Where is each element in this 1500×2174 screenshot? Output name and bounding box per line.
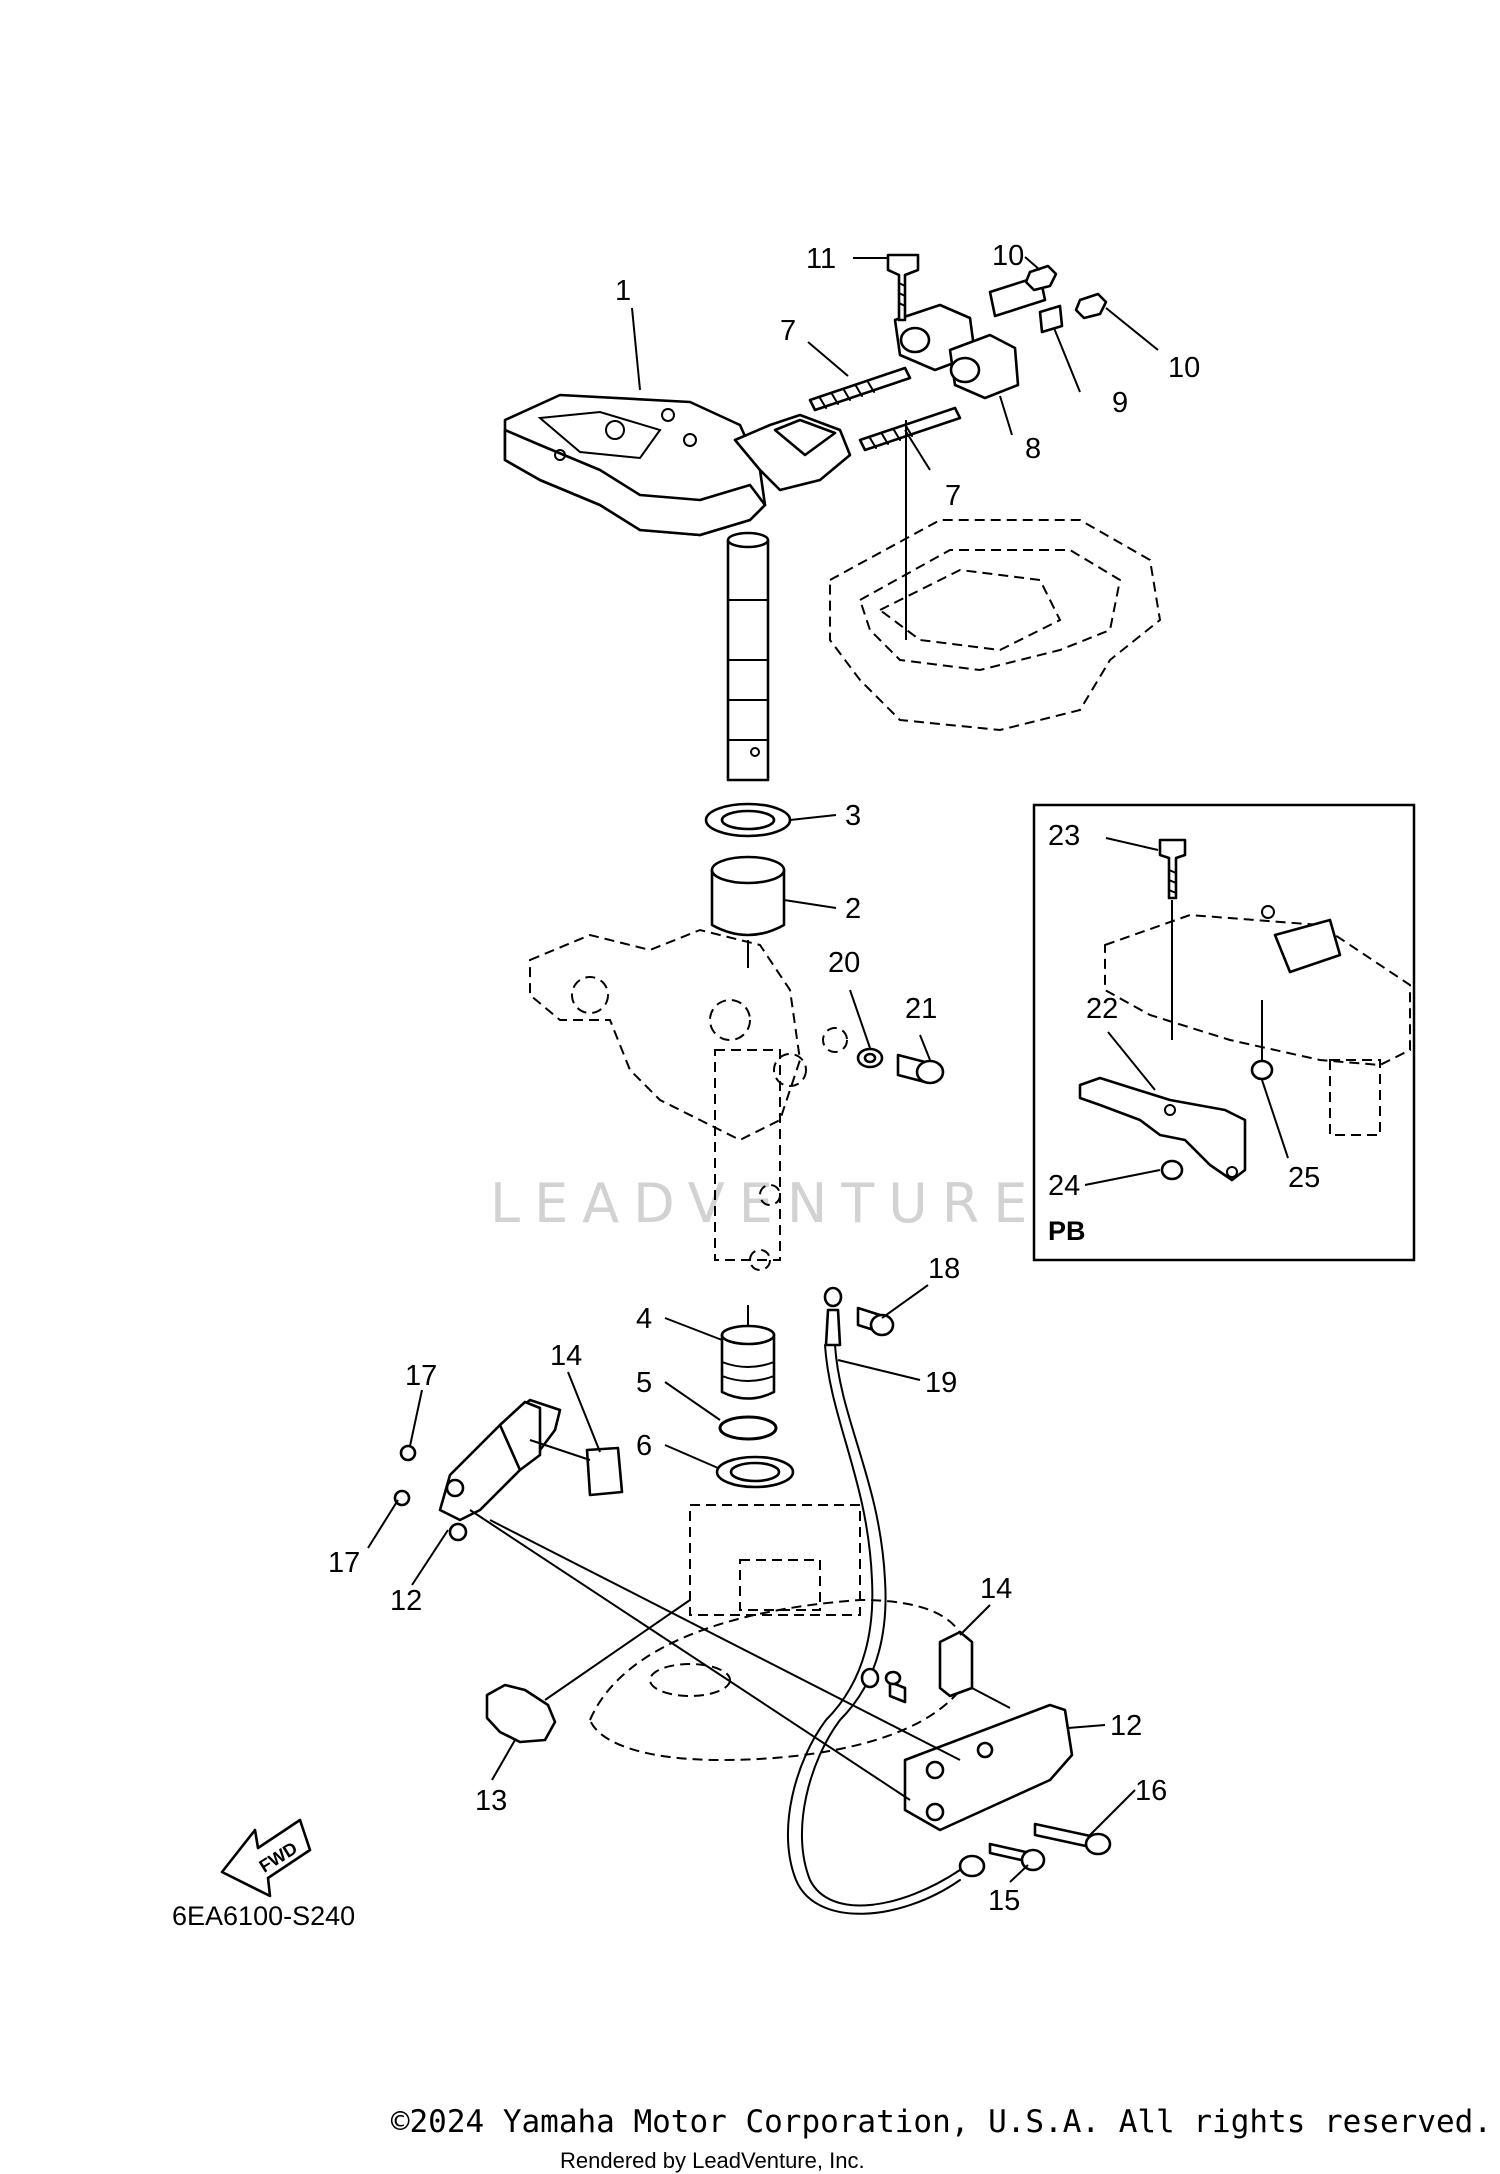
callout-18: 18 — [928, 1253, 960, 1285]
copyright-notice: ©2024 Yamaha Motor Corporation, U.S.A. A… — [390, 2104, 1492, 2140]
callout-7-lower: 7 — [945, 480, 961, 512]
grease-nipple-bolt — [856, 1047, 945, 1085]
callout-25: 25 — [1288, 1162, 1320, 1194]
stud-bolt-upper — [808, 366, 912, 412]
callout-23: 23 — [1048, 820, 1080, 852]
callout-24: 24 — [1048, 1170, 1080, 1202]
callout-17-lower: 17 — [328, 1547, 360, 1579]
callout-3: 3 — [845, 800, 861, 832]
upper-mount-assembly — [808, 253, 1108, 452]
engine-base-outline — [829, 420, 1162, 732]
callout-17-upper: 17 — [405, 1360, 437, 1392]
rendered-by-note: Rendered by LeadVenture, Inc. — [560, 2148, 865, 2173]
callout-8: 8 — [1025, 433, 1041, 465]
inset-pb: PB — [1032, 803, 1416, 1262]
callout-14-left: 14 — [550, 1340, 582, 1372]
callout-9: 9 — [1112, 387, 1128, 419]
callout-2: 2 — [845, 893, 861, 925]
pad-right — [938, 1630, 974, 1698]
ground-lead — [786, 1286, 986, 1915]
pad-left — [585, 1446, 624, 1497]
bushing-and-seal — [704, 802, 792, 968]
callout-10-right: 10 — [1168, 352, 1200, 384]
watermark: LEADVENTURE — [490, 1172, 1041, 1235]
clamp-bracket-outline — [588, 1504, 968, 1762]
clamp-plates-left — [393, 1398, 624, 1542]
callout-19: 19 — [925, 1367, 957, 1399]
callout-6: 6 — [636, 1430, 652, 1462]
callout-7-upper: 7 — [780, 315, 796, 347]
callout-12-right: 12 — [1110, 1710, 1142, 1742]
callout-11: 11 — [806, 243, 836, 275]
clamp-leaders — [469, 1439, 1011, 1801]
callout-5: 5 — [636, 1367, 652, 1399]
callout-4: 4 — [636, 1303, 652, 1335]
stud-bolt-lower — [858, 406, 962, 452]
swivel-bracket-outline — [529, 928, 848, 1271]
callouts: 1 2 3 4 5 6 7 7 8 9 10 10 11 12 12 12 13… — [328, 240, 1320, 1917]
callout-10-upper: 10 — [992, 240, 1024, 272]
callout-leaders — [367, 256, 1289, 1883]
damper-and-seals — [715, 1305, 795, 1489]
diagram-code: 6EA6100-S240 — [172, 1901, 355, 1931]
callout-16: 16 — [1135, 1775, 1167, 1807]
bracket-13 — [485, 1683, 557, 1744]
callout-1: 1 — [615, 275, 631, 307]
clamp-plates-right — [485, 1630, 1112, 1872]
callout-20: 20 — [828, 947, 860, 979]
fwd-arrow-icon: FWD — [220, 1818, 312, 1898]
callout-15: 15 — [988, 1885, 1020, 1917]
callout-13: 13 — [475, 1785, 507, 1817]
inset-label-pb: PB — [1048, 1216, 1086, 1246]
steering-bracket — [503, 393, 852, 782]
callout-14-right: 14 — [980, 1573, 1012, 1605]
callout-22: 22 — [1086, 993, 1118, 1025]
callout-12-left: 12 — [390, 1585, 422, 1617]
callout-21: 21 — [905, 993, 937, 1025]
